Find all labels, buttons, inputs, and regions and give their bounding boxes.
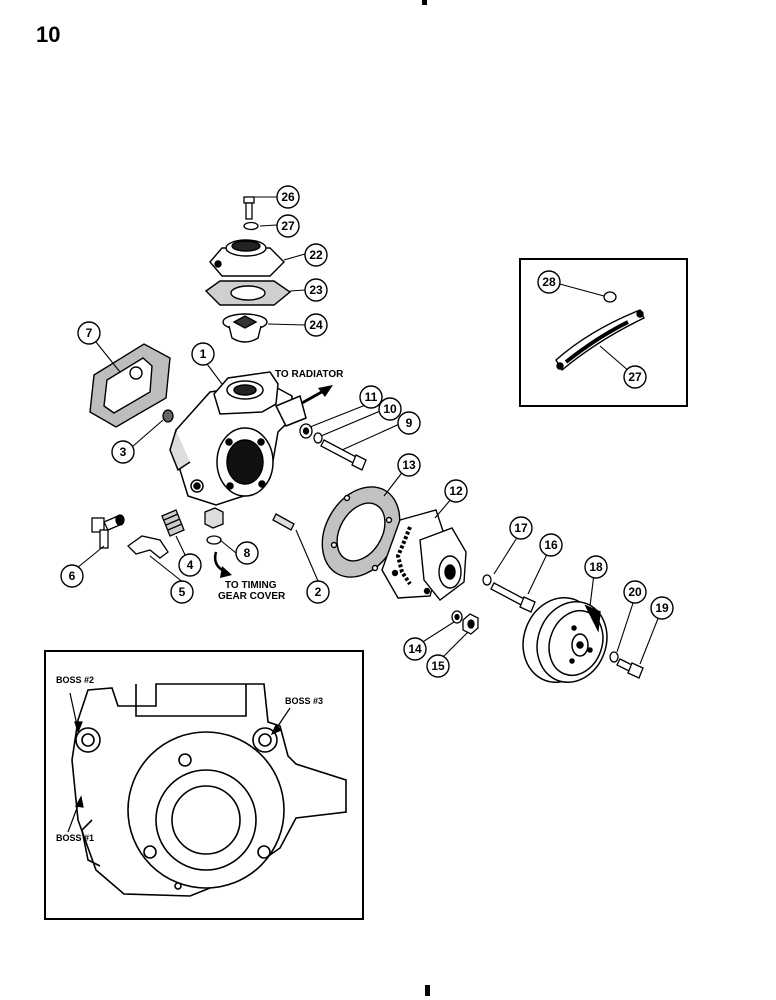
part-gasket-13 <box>321 486 401 578</box>
callout-14: 14 <box>403 637 427 661</box>
leader-lines <box>76 196 660 665</box>
callout-8: 8 <box>235 541 259 565</box>
part-valve-6 <box>91 514 125 549</box>
part-washer-14 <box>451 610 463 624</box>
part-gasket-23 <box>204 280 292 306</box>
callout-number: 7 <box>86 326 93 340</box>
callout-number: 4 <box>187 558 194 572</box>
callout-27: 27 <box>623 365 647 389</box>
to-timing-label-line2: GEAR COVER <box>218 591 286 602</box>
callout-25: 26 <box>276 185 300 209</box>
callout-number: 19 <box>655 601 669 615</box>
callout-number: 12 <box>449 484 463 498</box>
part-washer-20 <box>609 651 619 663</box>
callout-number: 6 <box>69 569 76 583</box>
callout-number: 23 <box>309 283 323 297</box>
callout-4: 4 <box>178 553 202 577</box>
callout-number: 10 <box>383 402 397 416</box>
part-elbow-5 <box>126 535 169 559</box>
part-washer-10 <box>313 432 323 444</box>
callout-number: 3 <box>120 445 127 459</box>
part-thermostat-24 <box>222 313 268 343</box>
part-outlet-22 <box>209 239 285 277</box>
housing-rear-view <box>71 683 347 897</box>
callout-2: 2 <box>306 580 330 604</box>
part-gasket-7 <box>89 343 171 428</box>
callout-number: 27 <box>281 219 295 233</box>
part-washer-11 <box>299 423 313 439</box>
arrow-to-timing <box>213 551 232 578</box>
callout-3: 3 <box>111 440 135 464</box>
callout-number: 1 <box>200 347 207 361</box>
callout-28: 28 <box>537 270 561 294</box>
callout-number: 14 <box>408 642 422 656</box>
part-fitting-8 <box>204 507 224 545</box>
callout-number: 13 <box>402 458 416 472</box>
bottom-mark <box>425 985 430 996</box>
callout-number: 11 <box>365 390 378 404</box>
callout-19: 19 <box>650 596 674 620</box>
part-pulley-18 <box>522 597 608 683</box>
part-washer-26 <box>243 221 259 231</box>
callout-number: 27 <box>628 370 642 384</box>
callout-number: 24 <box>309 318 323 332</box>
callout-number: 2 <box>315 585 322 599</box>
boss3-label: BOSS #3 <box>285 696 324 706</box>
callout-number: 16 <box>544 538 558 552</box>
part-stud-2 <box>272 513 295 531</box>
callout-23: 23 <box>304 278 328 302</box>
callout-11: 11 <box>359 385 383 409</box>
part-washer-17 <box>482 574 492 586</box>
callout-number: 20 <box>628 585 642 599</box>
callout-number: 15 <box>431 659 445 673</box>
callout-22: 22 <box>304 243 328 267</box>
callout-10: 10 <box>378 397 402 421</box>
to-radiator-label: TO RADIATOR <box>275 369 344 380</box>
callout-24: 24 <box>304 313 328 337</box>
part-brace-27 <box>555 309 645 372</box>
inset-box-housing <box>44 650 364 920</box>
part-bolt-9 <box>320 439 367 471</box>
page-number: 10 <box>36 22 61 47</box>
callout-number: 18 <box>589 560 603 574</box>
part-housing-1 <box>169 371 307 506</box>
callout-13: 13 <box>397 453 421 477</box>
callout-5: 5 <box>170 580 194 604</box>
part-spring-4 <box>161 509 185 537</box>
callout-12: 12 <box>444 479 468 503</box>
top-mark <box>422 0 427 5</box>
arrow-to-radiator <box>301 385 333 405</box>
callout-number: 26 <box>281 190 295 204</box>
part-bolt-19 <box>616 658 644 679</box>
callout-number: 5 <box>179 585 186 599</box>
callout-number: 9 <box>406 416 413 430</box>
callout-9: 9 <box>397 411 421 435</box>
part-sleeve-28 <box>603 291 617 303</box>
boss1-label: BOSS #1 <box>56 833 95 843</box>
part-plug-3 <box>162 409 174 423</box>
callout-15: 15 <box>426 654 450 678</box>
callout-7: 7 <box>77 321 101 345</box>
callout-1: 1 <box>191 342 215 366</box>
callout-6: 6 <box>60 564 84 588</box>
part-pump-body-12 <box>381 509 467 601</box>
callout-number: 8 <box>244 546 251 560</box>
boss-leader-lines <box>67 692 291 833</box>
callout-20: 20 <box>623 580 647 604</box>
part-bolt-16 <box>490 582 536 613</box>
callout-number: 17 <box>514 521 528 535</box>
to-timing-label-line1: TO TIMING <box>225 580 277 591</box>
callout-number: 22 <box>309 248 323 262</box>
inset-box-brace <box>519 258 688 407</box>
callout-16: 16 <box>539 533 563 557</box>
boss2-label: BOSS #2 <box>56 675 95 685</box>
callout-17: 17 <box>509 516 533 540</box>
callout-26: 27 <box>276 214 300 238</box>
part-bolt-25 <box>243 196 255 220</box>
part-nut-15 <box>462 613 479 635</box>
callout-number: 28 <box>542 275 556 289</box>
callout-18: 18 <box>584 555 608 579</box>
